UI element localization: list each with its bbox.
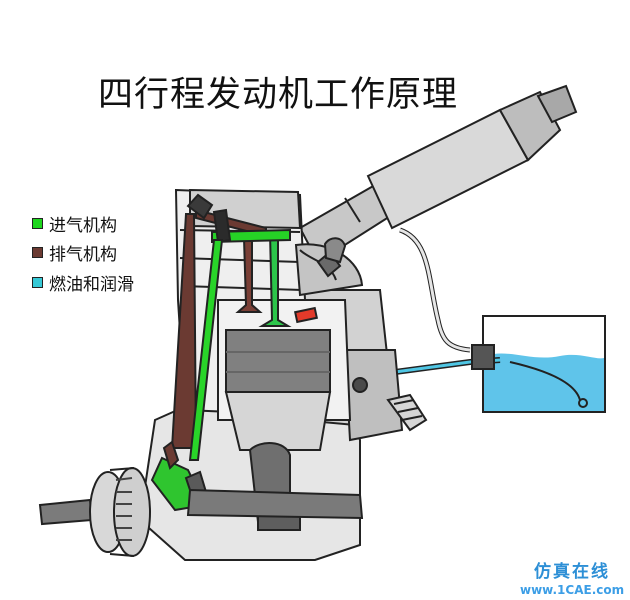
spark-plug [293, 237, 347, 324]
page-title: 四行程发动机工作原理 [98, 75, 459, 115]
legend-item-exhaust: 排气机构 [32, 239, 134, 265]
legend-label-intake: 进气机构 [49, 215, 117, 236]
rocker-arms [186, 193, 291, 244]
legend-label-exhaust: 排气机构 [49, 244, 117, 265]
legend: 进气机构 排气机构 燃油和润滑 [32, 210, 134, 298]
watermark-site: www.1CAE.com [520, 583, 625, 597]
legend-label-fuel-lubrication: 燃油和润滑 [49, 274, 134, 295]
fuel-tank [482, 315, 606, 413]
fuel-line [399, 227, 471, 353]
watermark-text: 仿真在线 [534, 562, 610, 582]
flywheel [89, 467, 151, 557]
watermark: 仿真在线 www.1CAE.com [520, 562, 625, 597]
pushrods [170, 213, 224, 461]
legend-swatch-fuel-lubrication [32, 276, 43, 288]
legend-item-intake: 进气机构 [32, 210, 134, 236]
exhaust-muffler [298, 84, 578, 264]
legend-swatch-intake [32, 217, 43, 229]
intake-nipple [352, 377, 428, 432]
crankshaft [38, 442, 364, 531]
legend-item-fuel-lubrication: 燃油和润滑 [32, 269, 134, 295]
legend-swatch-exhaust [32, 246, 43, 258]
